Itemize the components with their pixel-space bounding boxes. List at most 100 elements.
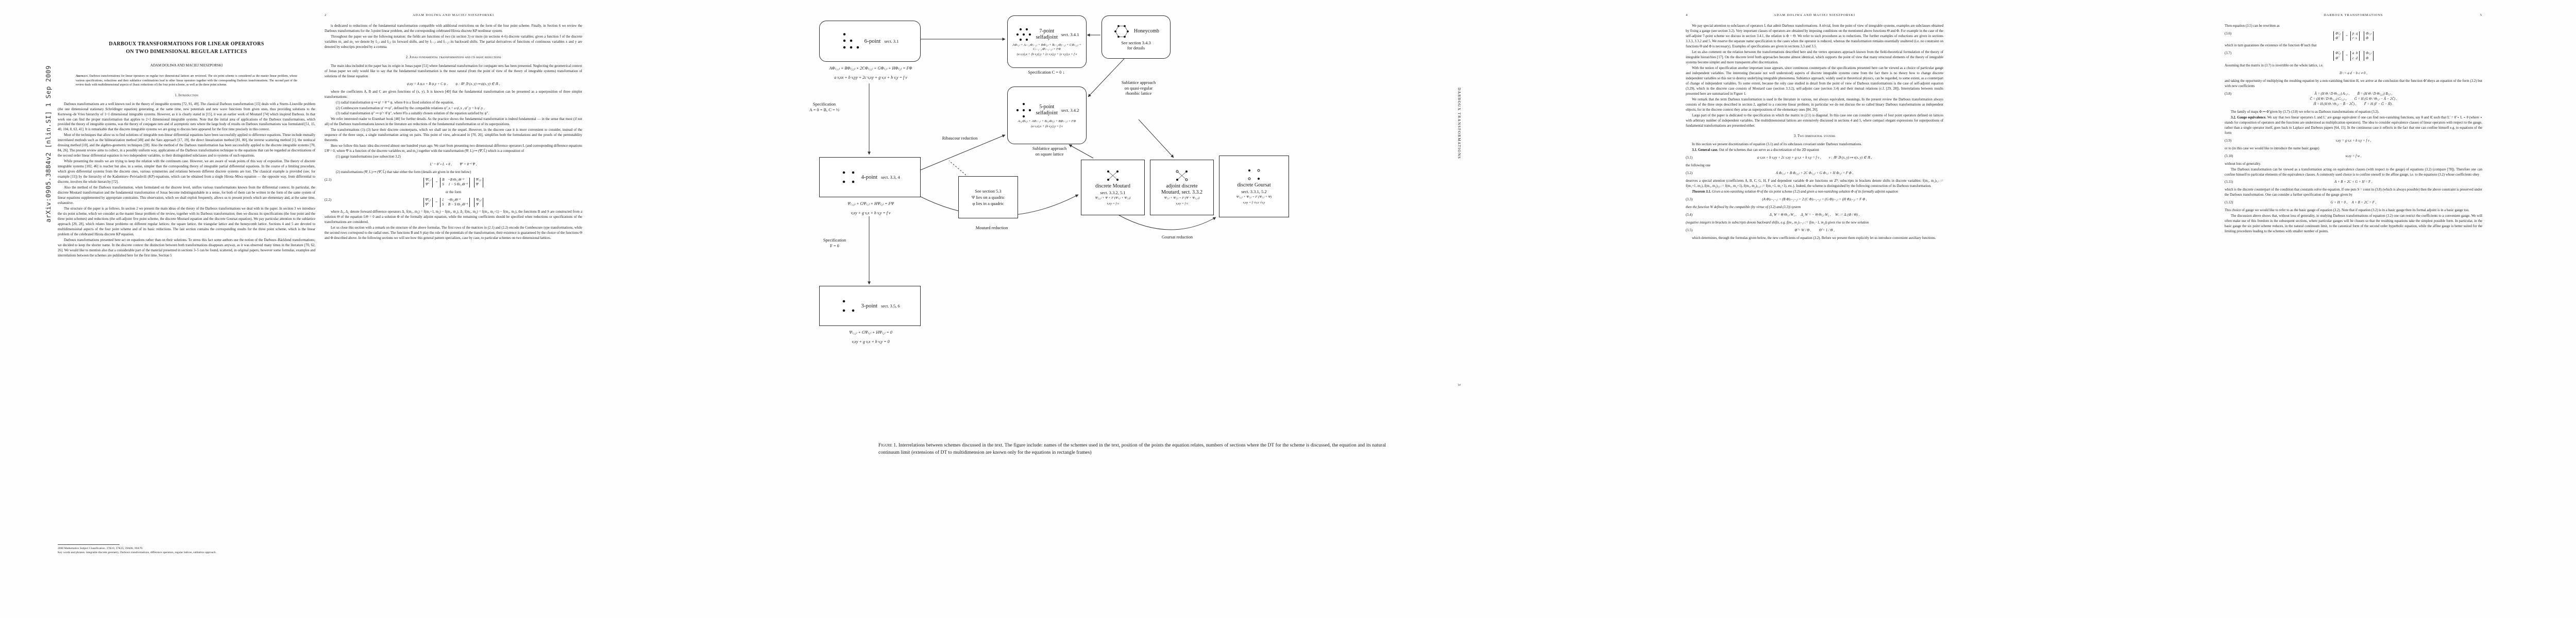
paragraph: The transformations (1)–(3) have their d…: [325, 128, 582, 143]
lattice-icon-seven-point: [1016, 28, 1031, 41]
paragraph: where Δ₁, Δ₂ denote forward difference o…: [325, 210, 582, 224]
scheme-box-adjoint-moutard: adjoint discrete Moutard, sect. 3.3.2 Ψ₍…: [1150, 160, 1214, 215]
five-point-equation: A₍₁₎Φ₍₁₎ + AΦ₍₋₁₎ + B₍₂₎Φ₍₂₎ + BΦ₍₋₂₎ = …: [1018, 119, 1076, 123]
scheme-box-honeycomb: Honeycomb See section 3.4.3 for details: [1101, 15, 1171, 59]
equals-sign: =: [435, 200, 438, 204]
paper-title-line1: DARBOUX TRANSFORMATIONS FOR LINEAR OPERA…: [109, 41, 264, 47]
page4-body: We pay special attention to subclasses o…: [1686, 24, 1943, 129]
paragraph: which is the discrete counterpart of the…: [2225, 188, 2482, 197]
page-number-2: 2: [325, 13, 327, 17]
intro-paragraph: Also the method of the Darboux transform…: [58, 186, 315, 205]
scheme-box-six-point: 6-point sect. 3.1: [819, 21, 921, 62]
page-4: 4 ADAM DOLIWA AND MACIEJ NIESZPORSKI We …: [1686, 13, 1943, 242]
scheme-name: discrete Goursat: [1237, 182, 1271, 188]
running-head-authors: ADAM DOLIWA AND MACIEJ NIESZPORSKI: [1773, 13, 1856, 17]
scheme-box-four-point: 4-point sect. 3.3, 4: [819, 157, 921, 197]
scheme-sections: sect. 3.4.1: [1061, 31, 1079, 37]
paragraph: is dedicated to reductions of the fundam…: [325, 24, 582, 33]
label-specification-c-zero: Specification C = 0 ↓: [1028, 70, 1065, 75]
matrix-lhs: Φ̃₍₁₎Φ̃: [2333, 31, 2344, 41]
paragraph: which in turn guarantees the existence o…: [2225, 44, 2317, 48]
list-item: (1) radial transformation ψ ↦ ψ′ = θ⁻¹ ψ…: [336, 100, 454, 105]
running-head-page5: DARBOUX TRANSFORMATIONS 5: [2225, 13, 2482, 18]
equation-3-8: (3.8) Ã = (H Θ / D Θ₍₁₁₎) A₍₁₎ , B̃ = (H…: [2225, 92, 2397, 106]
paragraph: where the coefficients A, B and C are gi…: [325, 90, 582, 99]
matrix-rhs: Φ₍₂₎Φ: [2363, 51, 2374, 61]
rotated-page-number: 3: [1457, 384, 1462, 386]
scheme-box-five-point-selfadjoint: 5-point selfadjoint sect. 3.4.2 A₍₁₎Φ₍₁₎…: [1007, 87, 1087, 144]
paragraph: The Darboux transformation can be viewed…: [2225, 167, 2482, 177]
list-item: (2) transformations (Ψ, L) ↦ (Ψ̃, L̃) th…: [336, 170, 471, 175]
matrix-lhs: Φ̃₍₂₎Φ̃: [2333, 51, 2344, 61]
label-specification-f-zero: Specification F = 0: [823, 238, 846, 248]
equation-3-1: (3.1)a v,xx + b v,yy + 2c v,xy + g v,x +…: [1686, 156, 1872, 160]
running-head-page2: 2 ADAM DOLIWA AND MACIEJ NIESZPORSKI: [325, 13, 582, 18]
honeycomb-note: See section 3.4.3 for details: [1121, 40, 1151, 50]
paragraph: deserves a special attention (coefficien…: [1686, 179, 1943, 188]
running-head-spacer: [569, 13, 582, 18]
paragraph: We refer interested reader to Eisenhart …: [325, 117, 582, 127]
determinant-condition: D := a d − b c ≠ 0 ,: [2340, 71, 2367, 75]
quadric-note-line1: See section 5.3: [975, 188, 1002, 194]
scheme-name: 3-point: [861, 303, 878, 309]
scheme-box-discrete-goursat: discrete Goursat sect. 3.3.1, 5.2 Ψ₍₁₂₎ …: [1219, 156, 1289, 217]
page-number-5: 5: [2480, 13, 2482, 17]
paragraph: We remark that the term Darboux transfor…: [1686, 97, 1943, 112]
msc-footnote: 2000 Mathematics Subject Classification.…: [58, 547, 143, 550]
theorem-3-1: Theorem 3.1. Given a non-vanishing solut…: [1692, 190, 1899, 194]
paragraph: In this section we present discretizatio…: [1692, 143, 1862, 147]
scheme-name: 5-point selfadjoint: [1036, 104, 1058, 116]
paragraph: We pay special attention to subclasses o…: [1686, 24, 1943, 49]
four-point-equation: Ψ₍₁₂₎ + GΨ₍₁₎ + HΨ₍₂₎ = FΨ: [847, 201, 894, 206]
equation-number: (2.2): [325, 198, 332, 202]
paragraph: then the function W defined by the compa…: [1686, 205, 1801, 210]
quadric-note-box: See section 5.3 Ψ lies on a quadric φ li…: [958, 176, 1018, 218]
intro-paragraph: Darboux transformations are a well known…: [58, 102, 315, 132]
seven-point-continuum-limit: (a v,x),x + (b v,y),y + (c v,x),y + (c v…: [1016, 53, 1077, 57]
paragraph: The main idea included in the paper has …: [325, 64, 582, 78]
seven-point-equation: AΦ₍₁₎ + A₍₋₁₎Φ₍₋₁₎ + BΦ₍₂₎ + B₍₋₂₎Φ₍₋₂₎ …: [1012, 43, 1081, 51]
scheme-name: discrete Moutard: [1095, 183, 1131, 189]
abstract-text: Darboux transformations for linear opera…: [76, 75, 297, 87]
lattice-icon-four-point: [843, 171, 855, 183]
five-point-continuum-limit: (a v,x),x + (b v,y),y = f v: [1031, 125, 1063, 128]
abstract-label: Abstract.: [76, 75, 89, 78]
scheme-name: 6-point: [864, 38, 881, 44]
paper-title-line2: ON TWO DIMENSIONAL REGULAR LATTICES: [126, 49, 247, 55]
rotated-running-head: DARBOUX TRANSFORMATIONS: [1457, 88, 1462, 159]
three-point-equation: Ψ₍₁₂₎ + GΨ₍₁₎ + HΨ₍₂₎ = 0: [849, 330, 892, 335]
matrix-rhs: Ψ₍₂₎Ψ: [473, 197, 484, 207]
label-ribaucour-reduction: Ribaucour reduction: [942, 136, 978, 141]
section-heading-two-dimensional: 3. Two dimensional systems: [1793, 133, 1836, 138]
intro-paragraph: Darboux transformations presented here a…: [58, 238, 315, 258]
lattice-icon-six-point: [843, 33, 859, 49]
paragraph: This choice of gauge we would like to re…: [2225, 209, 2469, 213]
intro-paragraph: While presenting the results we are tryi…: [58, 160, 315, 184]
intro-paragraph: The structure of the paper is as follows…: [58, 207, 315, 237]
paper-authors: ADAM DOLIWA AND MACIEJ NIESZPORSKI: [150, 63, 223, 67]
scheme-sections: sect. 3.5, 6: [881, 303, 900, 308]
running-head-authors: ADAM DOLIWA AND MACIEJ NIESZPORSKI: [412, 13, 495, 17]
scheme-sections: sect. 3.1: [884, 39, 899, 44]
six-point-continuum-limit: a v,xx + b v,yy + 2c v,xy + g v,x + h v,…: [834, 75, 907, 80]
arxiv-watermark: arXiv:0905.3884v2 [nlin.SI] 1 Sep 2009: [44, 65, 52, 222]
list-item: (3) radial transformation ψ″ ↦ ψ̃ = θ̃ ψ…: [336, 112, 489, 116]
figure-caption-label: Figure 1.: [878, 442, 897, 448]
four-point-continuum-limit: v,xy + g v,x + h v,y = f v: [851, 211, 891, 215]
equation-number: (2.1): [325, 178, 332, 182]
label-sublattice-square: Sublattice approach on square lattice: [1032, 146, 1067, 157]
abstract-block: Abstract. Darboux transformations for li…: [76, 74, 297, 88]
introduction-body: Darboux transformations are a well known…: [58, 102, 315, 259]
lattice-icon-goursat: [1248, 169, 1260, 180]
quadric-note-line2: Ψ lies on a quadric: [971, 195, 1005, 200]
equation-3-5: (3.5)Φ̃ = W / Θ , Θ̃ = 1 / Θ ,: [1686, 229, 1835, 233]
scheme-name: Honeycomb: [1134, 28, 1159, 35]
scheme-box-three-point: 3-point sect. 3.5, 6: [819, 286, 921, 326]
lattice-icon-honeycomb: [1114, 25, 1129, 38]
paragraph: Large part of the paper is dedicated to …: [1686, 113, 1943, 128]
paragraph: Then equation (3.5) can be rewritten as: [2225, 24, 2280, 28]
